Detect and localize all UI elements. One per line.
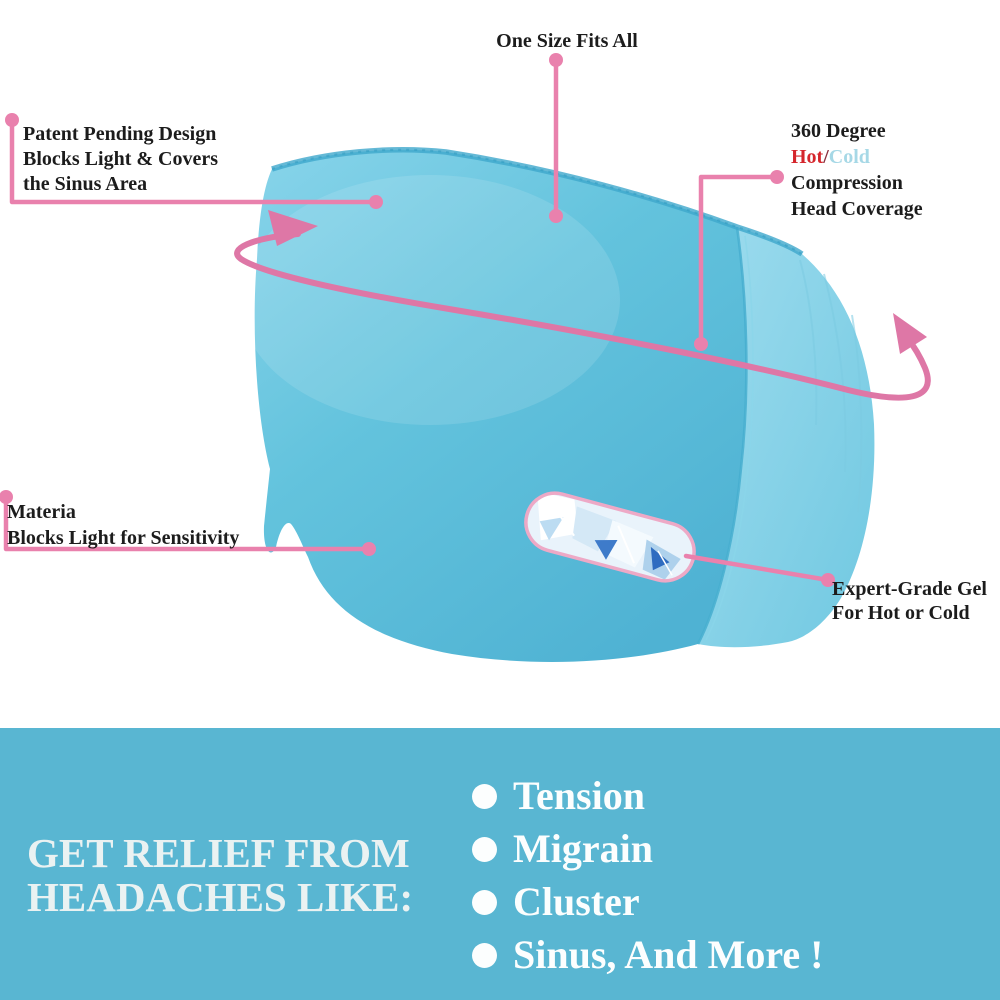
callout-material: Materia Blocks Light for Sensitivity (7, 499, 239, 551)
callout-line-gel (683, 553, 831, 583)
callout-gel-line1: Expert-Grade Gel (832, 578, 987, 600)
callout-dots (0, 53, 835, 587)
callout-material-line2: Blocks Light for Sensitivity (7, 527, 240, 549)
callout-360-line3: Compression (791, 172, 903, 194)
banner-heading-line2: HEADACHES LIKE: (27, 874, 414, 920)
list-item-label: Migrain (513, 826, 653, 871)
banner-heading-line1: GET RELIEF FROM (27, 830, 410, 876)
callout-line-360 (698, 174, 780, 347)
list-item-label: Tension (513, 773, 645, 818)
cap-back-band (698, 227, 875, 648)
top-trim-stitching (271, 148, 803, 255)
list-item: Tension (472, 776, 823, 816)
list-item: Cluster (472, 882, 823, 922)
callout-one-size: One Size Fits All (457, 29, 677, 54)
callout-patent: Patent Pending Design Blocks Light & Cov… (23, 122, 218, 197)
gathered-seam (696, 226, 748, 645)
callout-one-size-label: One Size Fits All (496, 30, 638, 52)
callout-gel-line2: For Hot or Cold (832, 602, 970, 624)
rotation-arrowhead-right-icon (893, 313, 927, 354)
banner-heading: GET RELIEF FROM HEADACHES LIKE: (27, 831, 413, 919)
list-item: Migrain (472, 829, 823, 869)
list-item-label: Cluster (513, 879, 640, 924)
hot-label: Hot (791, 146, 824, 168)
cold-label: Cold (828, 146, 870, 168)
headache-type-list: Tension Migrain Cluster Sinus, And More … (472, 776, 823, 975)
relief-banner (0, 728, 1000, 1000)
callout-patent-line3: the Sinus Area (23, 173, 148, 195)
bullet-icon (472, 836, 497, 862)
ice-cubes (537, 491, 681, 580)
callout-360-line4: Head Coverage (791, 198, 923, 220)
seam-ruffle-line (705, 235, 754, 641)
callout-material-line1: Materia (7, 501, 76, 523)
fabric-highlight (240, 175, 620, 425)
band-creases (799, 259, 863, 513)
callout-patent-line1: Patent Pending Design (23, 123, 217, 145)
callout-line-material (3, 494, 372, 552)
bullet-icon (472, 889, 497, 915)
slash-label: / (823, 146, 829, 168)
bullet-icon (472, 783, 497, 809)
rotation-arrowhead-left-icon (268, 210, 318, 246)
callout-lines (3, 57, 831, 583)
bullet-icon (472, 942, 497, 968)
callout-gel: Expert-Grade Gel For Hot or Cold (832, 577, 987, 625)
list-item: Sinus, And More ! (472, 935, 823, 975)
callout-patent-line2: Blocks Light & Covers (23, 148, 218, 170)
callout-360-degree: 360 Degree Hot/Cold Compression Head Cov… (791, 118, 923, 222)
callout-360-line1: 360 Degree (791, 120, 886, 142)
rotation-arrow-icon (234, 210, 931, 401)
callout-360-hot-cold: Hot/Cold (791, 144, 923, 170)
list-item-label: Sinus, And More ! (513, 932, 824, 977)
callout-line-patent (9, 117, 379, 205)
